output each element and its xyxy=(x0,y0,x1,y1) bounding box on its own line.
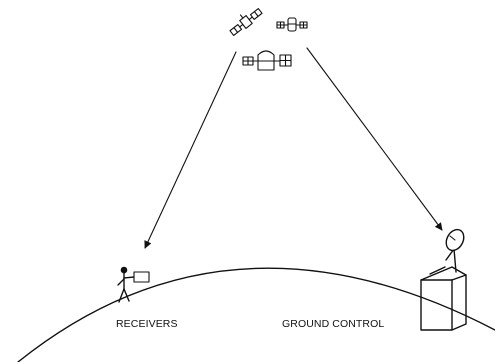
signal-arrow-to-receivers xyxy=(144,51,237,249)
earth-horizon-arc xyxy=(17,267,495,362)
signal-arrow-to-ground-control xyxy=(306,47,443,231)
ground-control-label: GROUND CONTROL xyxy=(282,318,384,330)
satellite-large-icon xyxy=(242,50,292,71)
receivers-label: RECEIVERS xyxy=(116,318,178,330)
receiver-person-icon xyxy=(117,266,150,303)
ground-control-station-icon xyxy=(420,228,467,331)
satellite-small-icon xyxy=(276,17,308,32)
satellite-tilted-icon xyxy=(229,8,263,36)
